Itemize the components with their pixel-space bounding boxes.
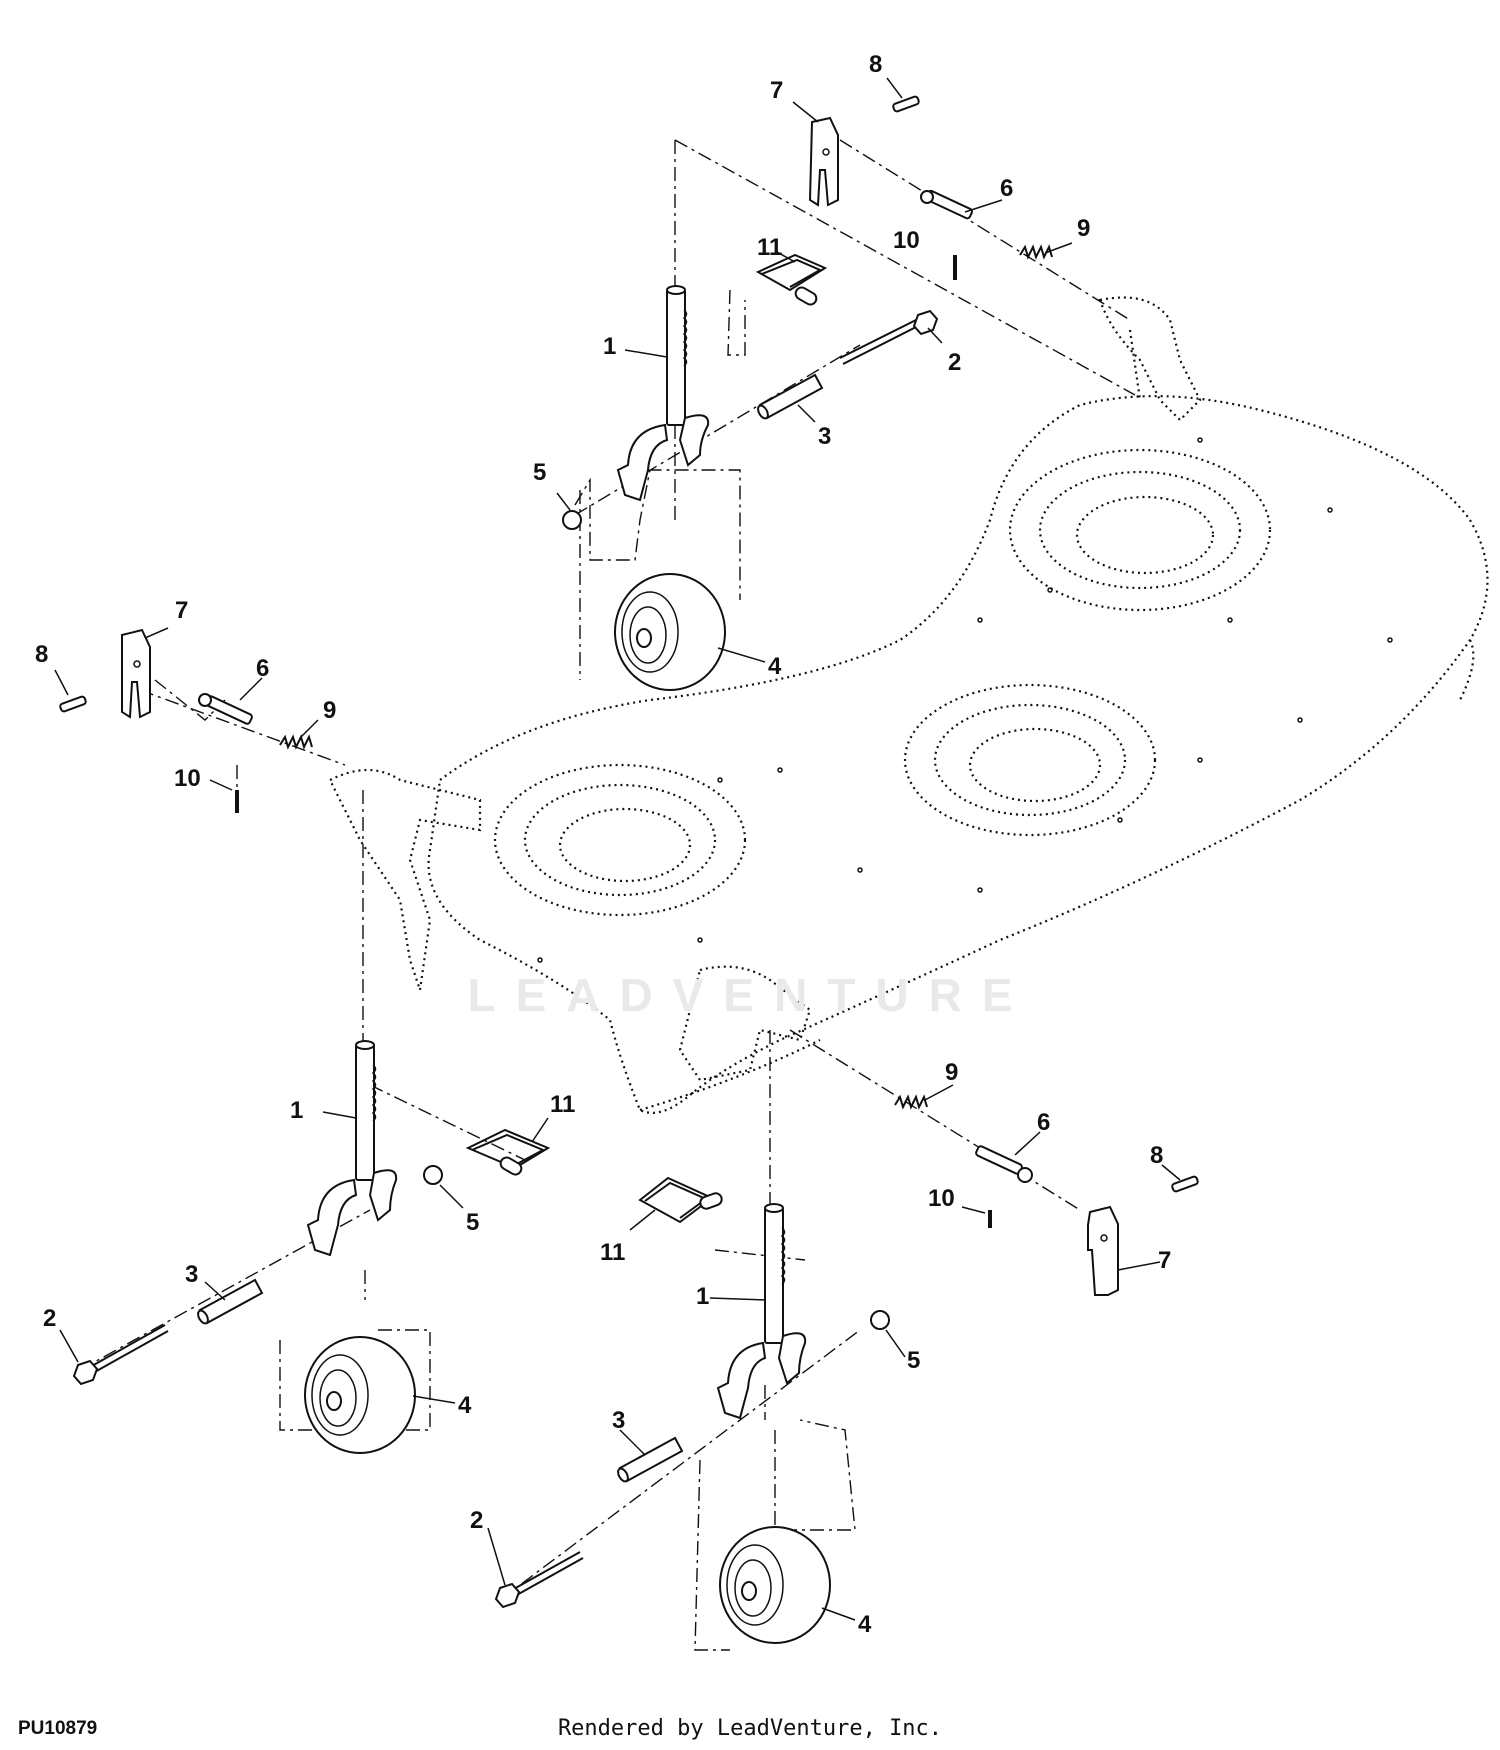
spring bbox=[894, 1094, 928, 1110]
spring bbox=[279, 734, 313, 750]
callout-6: 6 bbox=[1037, 1109, 1050, 1136]
top-assembly bbox=[562, 95, 1053, 691]
assembly-lines bbox=[79, 139, 1136, 1651]
pin bbox=[205, 695, 253, 725]
callout-8: 8 bbox=[1150, 1142, 1163, 1169]
height-rod bbox=[306, 1040, 398, 1257]
callout-1: 1 bbox=[603, 333, 616, 360]
callout-labels: 8 7 6 10 9 11 1 2 3 5 4 7 8 6 9 10 9 1 1… bbox=[35, 51, 1171, 1638]
callout-11: 11 bbox=[757, 234, 782, 261]
callout-9: 9 bbox=[945, 1059, 958, 1086]
hitch-pin-clip bbox=[638, 1176, 723, 1224]
callout-5: 5 bbox=[466, 1209, 479, 1236]
spacer-tube bbox=[757, 373, 824, 420]
carriage-bolt bbox=[839, 309, 939, 365]
callout-10: 10 bbox=[928, 1185, 955, 1212]
callout-6: 6 bbox=[1000, 175, 1013, 202]
lock-nut bbox=[562, 510, 582, 530]
callout-3: 3 bbox=[185, 1261, 198, 1288]
callout-7: 7 bbox=[770, 77, 783, 104]
lock-nut bbox=[870, 1310, 890, 1330]
callout-10: 10 bbox=[174, 765, 201, 792]
callout-7: 7 bbox=[1158, 1247, 1171, 1274]
gauge-wheel bbox=[719, 1526, 831, 1644]
callout-3: 3 bbox=[818, 423, 831, 450]
callout-2: 2 bbox=[470, 1507, 483, 1534]
render-credit: Rendered by LeadVenture, Inc. bbox=[557, 1716, 943, 1741]
callout-9: 9 bbox=[1077, 215, 1090, 242]
callout-7: 7 bbox=[175, 597, 188, 624]
gauge-wheel bbox=[304, 1336, 416, 1454]
callout-5: 5 bbox=[533, 459, 546, 486]
latch-bracket bbox=[1087, 1205, 1119, 1296]
left-assembly bbox=[59, 628, 313, 813]
bottom-left-assembly bbox=[72, 1040, 551, 1454]
bottom-center-assembly bbox=[494, 1176, 890, 1644]
spacer-tube bbox=[617, 1436, 684, 1483]
carriage-bolt bbox=[494, 1551, 584, 1609]
height-rod bbox=[616, 285, 710, 502]
watermark-text: LEADVENTURE bbox=[467, 969, 1033, 1021]
callout-6: 6 bbox=[256, 655, 269, 682]
leader-lines bbox=[54, 77, 1181, 1621]
gauge-wheel bbox=[614, 573, 726, 691]
hitch-pin-clip bbox=[465, 1128, 551, 1176]
callout-8: 8 bbox=[869, 51, 882, 78]
callout-2: 2 bbox=[948, 349, 961, 376]
callout-11: 11 bbox=[550, 1091, 575, 1118]
pin bbox=[975, 1145, 1033, 1183]
callout-4: 4 bbox=[458, 1392, 472, 1419]
callout-1: 1 bbox=[290, 1097, 303, 1124]
roll-pin bbox=[59, 695, 87, 713]
callout-8: 8 bbox=[35, 641, 48, 668]
callout-3: 3 bbox=[612, 1407, 625, 1434]
callout-4: 4 bbox=[768, 653, 782, 680]
callout-10: 10 bbox=[893, 227, 920, 254]
callout-9: 9 bbox=[323, 697, 336, 724]
latch-bracket bbox=[121, 628, 151, 719]
callout-2: 2 bbox=[43, 1305, 56, 1332]
callout-11: 11 bbox=[600, 1239, 625, 1266]
callout-5: 5 bbox=[907, 1347, 920, 1374]
carriage-bolt bbox=[72, 1324, 169, 1386]
height-rod bbox=[716, 1203, 807, 1420]
callout-4: 4 bbox=[858, 1611, 872, 1638]
spacer-tube bbox=[197, 1278, 264, 1325]
hitch-pin-clip bbox=[755, 253, 828, 306]
mower-deck bbox=[328, 296, 1489, 1114]
roll-pin bbox=[892, 95, 920, 113]
spring bbox=[1019, 244, 1053, 260]
figure-code: PU10879 bbox=[18, 1718, 98, 1739]
lock-nut bbox=[423, 1165, 443, 1185]
latch-bracket bbox=[808, 116, 839, 207]
front-right-assembly bbox=[894, 1094, 1199, 1296]
roll-pin bbox=[1171, 1175, 1199, 1193]
callout-1: 1 bbox=[696, 1283, 709, 1310]
